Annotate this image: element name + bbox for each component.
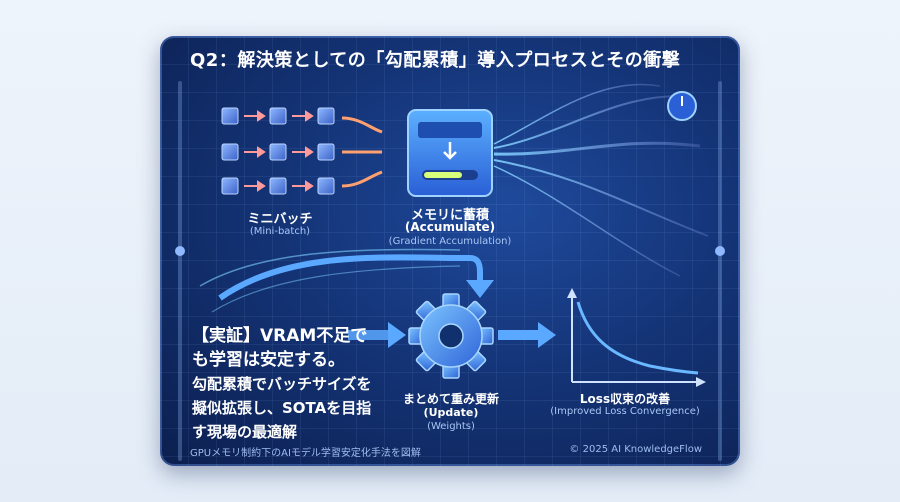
diagram-graphics: [199, 83, 709, 387]
claim-text: 【実証】VRAM不足で も学習は安定する。 勾配累積でバッチサイズを 擬似拡張し…: [192, 324, 392, 444]
update-sublabel: (Weights): [427, 421, 475, 432]
dial-icon: [667, 91, 697, 121]
output-arrow: [498, 322, 556, 348]
accumulate-label: メモリに蓄積: [410, 208, 489, 223]
input-arrow: [348, 322, 406, 348]
update-label: まとめて重み更新: [402, 392, 499, 406]
minibatch-sublabel: (Mini-batch): [249, 226, 311, 237]
minibatch-cubes: [221, 107, 383, 195]
loss-label: Loss収束の改善: [579, 392, 671, 406]
claim-line-2: も学習は安定する。: [192, 350, 345, 370]
update-label-en: (Update): [423, 406, 479, 419]
return-flow-arrow: [199, 248, 494, 313]
memory-box-icon: [407, 109, 493, 197]
footer-caption: GPUメモリ制約下のAIモデル学習安定化手法を図解: [190, 448, 421, 459]
data-flow-streams: [493, 83, 709, 277]
claim-line-5: す現場の最適解: [192, 423, 298, 441]
gear-icon: [408, 293, 494, 379]
claim-line-3: 勾配累積でバッチサイズを: [192, 375, 372, 393]
copyright: © 2025 AI KnowledgeFlow: [569, 444, 702, 455]
background-grid: [160, 36, 740, 466]
right-rail: [715, 81, 725, 461]
claim-line-4: 擬似拡張し、SOTAを目指: [192, 399, 372, 417]
accumulate-sublabel: (Gradient Accumulation): [388, 236, 512, 247]
claim-line-1: 【実証】VRAM不足で: [192, 326, 368, 346]
loss-chart-icon: [567, 288, 706, 387]
loss-sublabel: (Improved Loss Convergence): [550, 406, 700, 417]
diagram-panel: Q2：解決策としての「勾配累積」導入プロセスとその衝撃: [160, 36, 740, 466]
left-rail: [175, 81, 185, 461]
accumulate-label-en: (Accumulate): [404, 220, 496, 234]
minibatch-label: ミニバッチ: [247, 212, 313, 227]
page-title: Q2：解決策としての「勾配累積」導入プロセスとその衝撃: [190, 50, 681, 71]
